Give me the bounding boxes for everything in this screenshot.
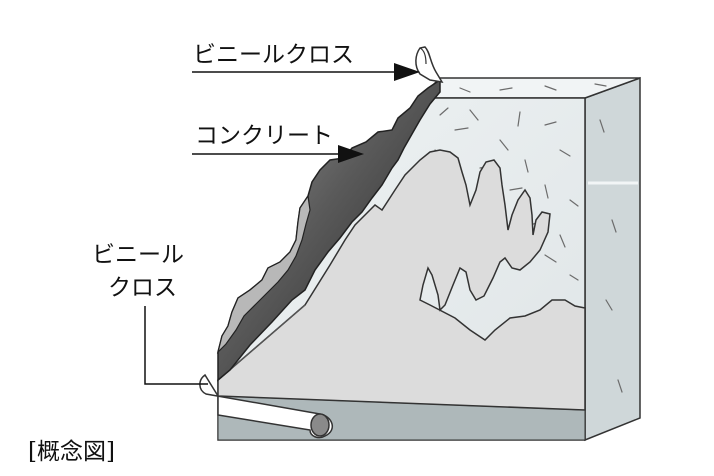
caption-concept-diagram: [概念図] [28, 439, 115, 465]
label-concrete: コンクリート [195, 123, 333, 149]
arrowhead-vinyl-top [394, 63, 420, 81]
vinyl-cloth-bottom-roll [199, 373, 334, 439]
label-vinyl-cloth-left-line2: クロス [108, 275, 177, 301]
concrete-block-side [584, 76, 641, 442]
cloth-roll-end [310, 413, 330, 437]
leader-line-vinyl-left [144, 306, 208, 385]
arrowhead-concrete [338, 145, 364, 163]
vinyl-cloth-top-curl-inner [419, 47, 427, 65]
concrete-torn-edge [216, 194, 311, 354]
label-vinyl-cloth-top: ビニールクロス [193, 42, 354, 68]
leader-lines [144, 63, 420, 385]
vinyl-cloth-sheet [217, 149, 586, 411]
vinyl-cloth-top-curl [415, 46, 444, 84]
label-vinyl-cloth-left-line1: ビニール [92, 242, 184, 268]
